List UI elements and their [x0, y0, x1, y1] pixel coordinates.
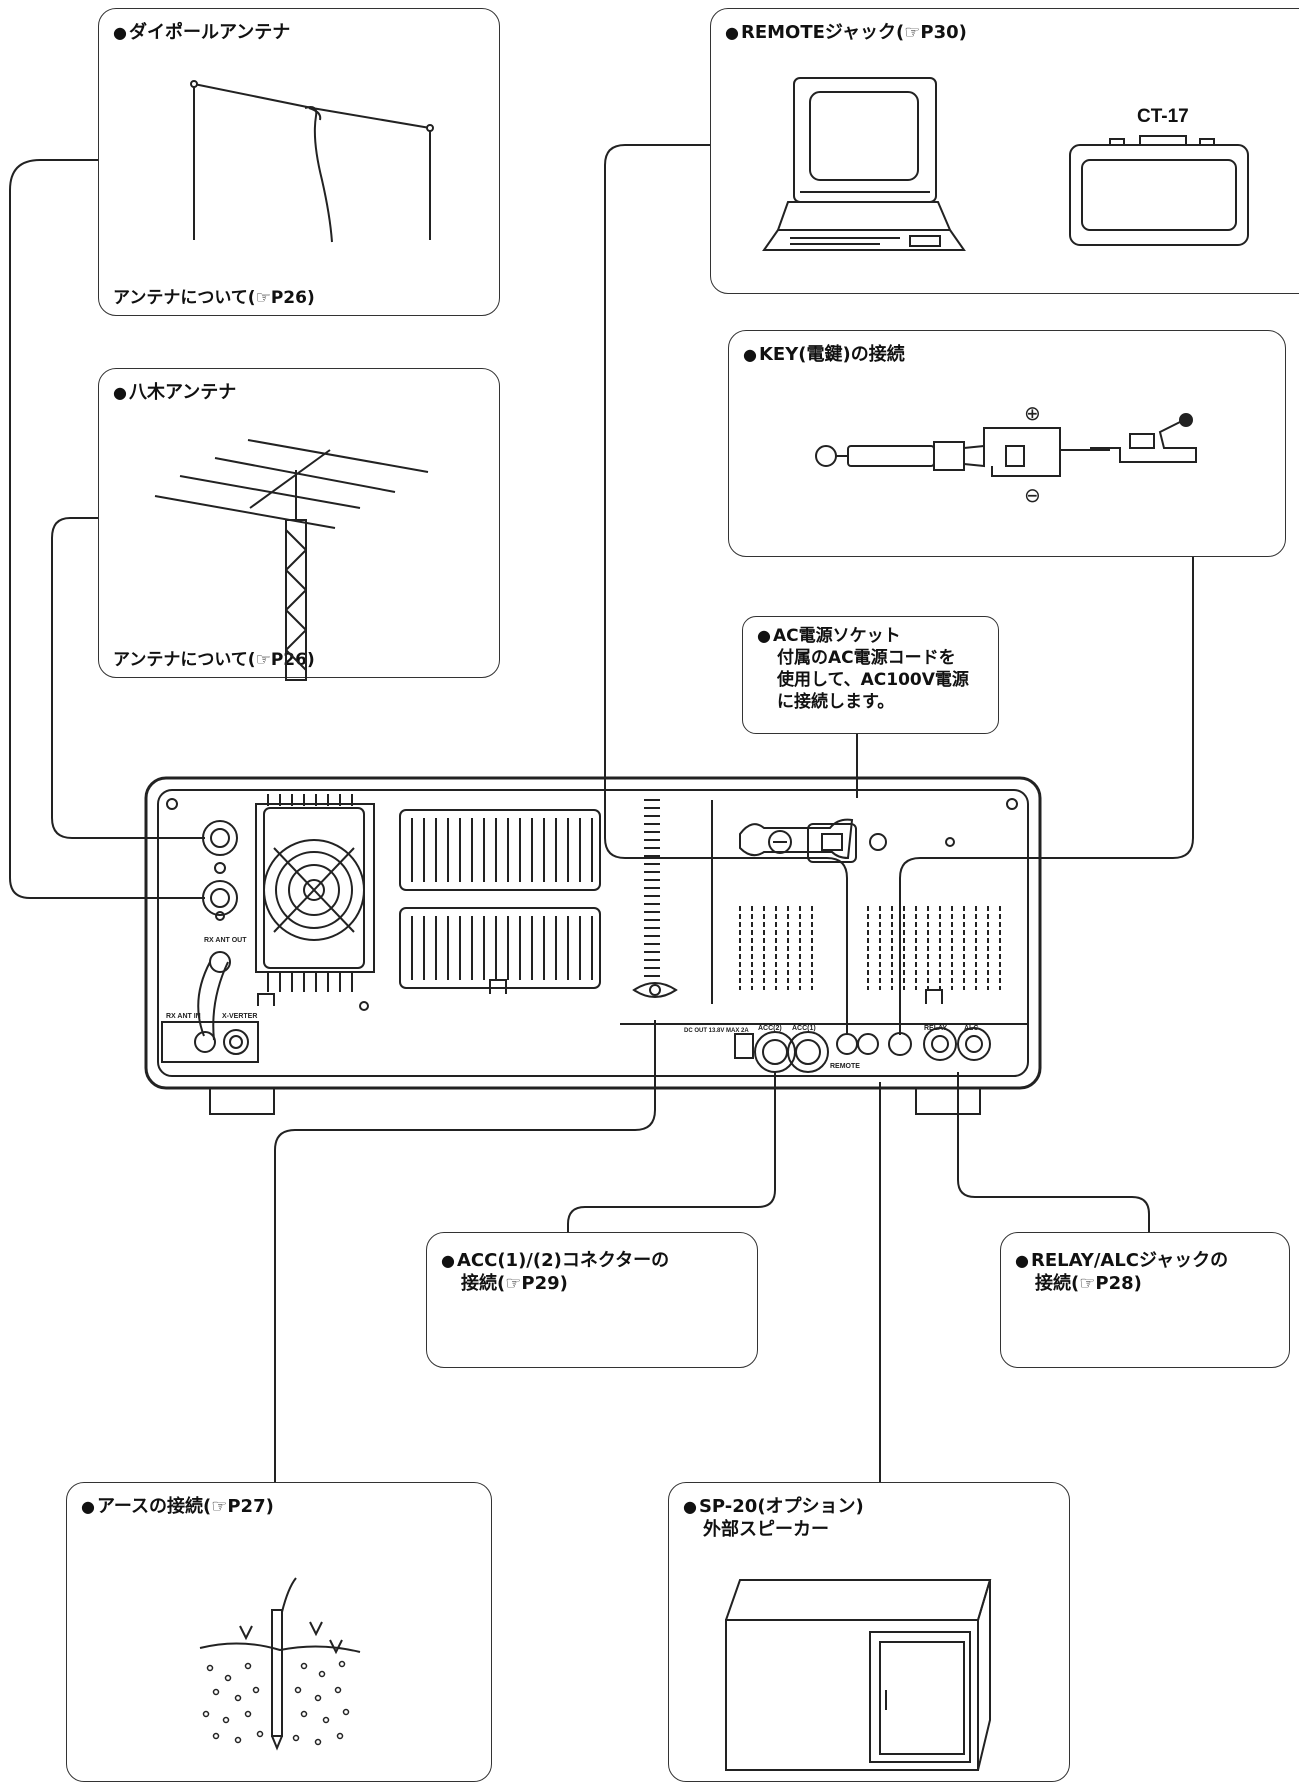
speaker-illustration [726, 1580, 990, 1770]
connection-lines [10, 145, 1193, 1482]
dc-out-label: DC OUT 13.8V MAX 2A [684, 1028, 749, 1034]
yagi-antenna-illustration [155, 440, 428, 680]
acc2-label: ACC(2) [758, 1025, 782, 1032]
x-verter-label: X-VERTER [222, 1013, 257, 1020]
alc-label: ALC [964, 1025, 978, 1032]
ct17-icon [1070, 136, 1248, 245]
acc1-label: ACC(1) [792, 1025, 816, 1032]
remote-label: REMOTE [830, 1063, 860, 1070]
relay-label: RELAY [924, 1025, 947, 1032]
dipole-antenna-illustration [191, 81, 433, 242]
rx-ant-in-label: RX ANT IN [166, 1013, 201, 1020]
rig-rear-panel [146, 778, 1040, 1114]
key-plug-illustration [816, 414, 1196, 476]
rx-ant-out-label: RX ANT OUT [204, 937, 247, 944]
ac-plug-illustration [740, 820, 886, 862]
earth-rod-illustration [200, 1578, 360, 1748]
computer-icon [764, 78, 964, 250]
minus-terminal-icon: ⊖ [1024, 483, 1041, 507]
plus-terminal-icon: ⊕ [1024, 401, 1041, 425]
